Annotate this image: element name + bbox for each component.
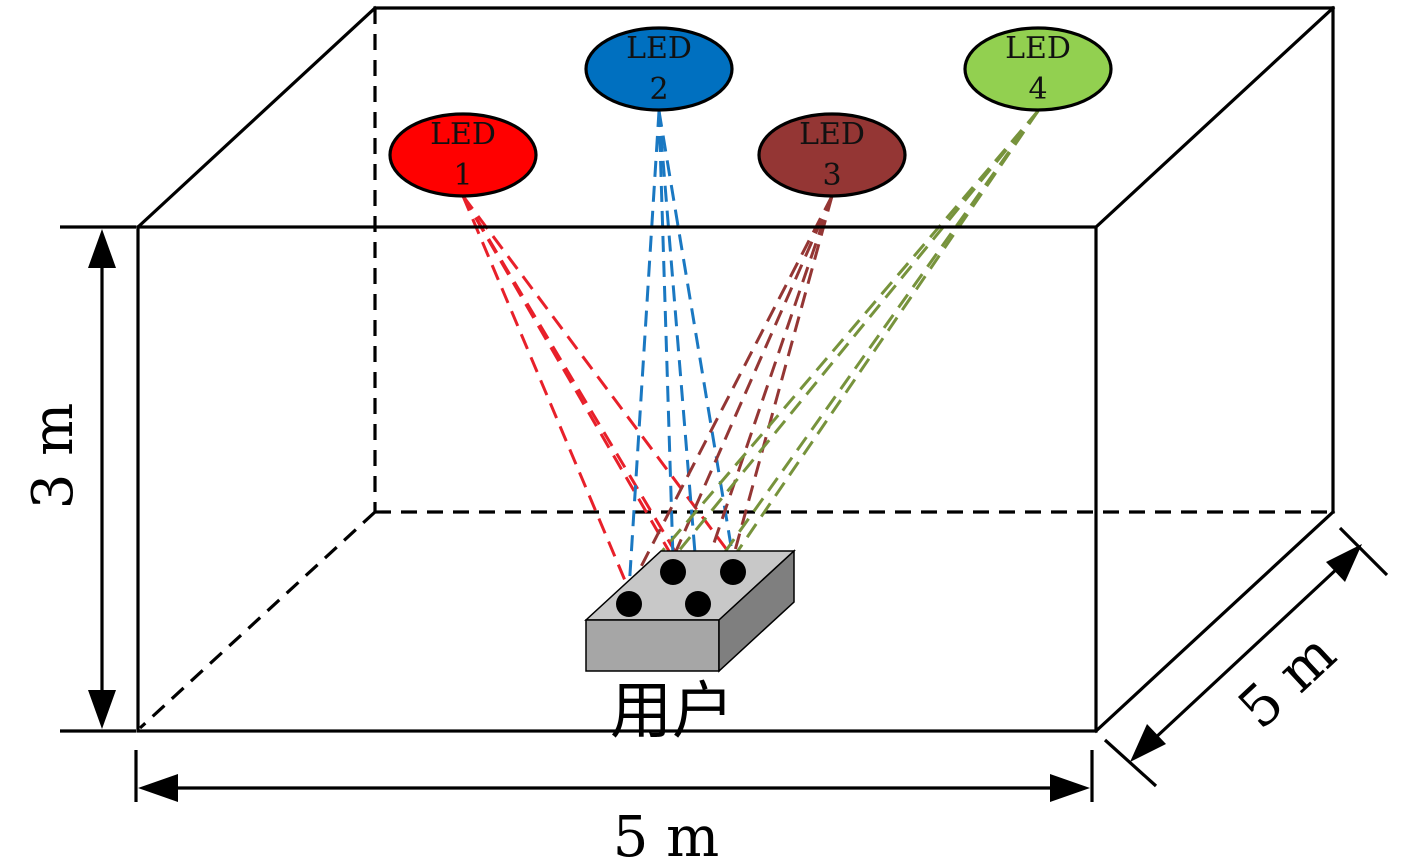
depth-arrow-line bbox=[1151, 564, 1342, 742]
hidden-edge-floor-diagonal bbox=[138, 510, 377, 730]
width-arrow-head-right bbox=[1050, 774, 1090, 802]
led-1-ellipse bbox=[388, 112, 538, 198]
light-ray-led-4-to-pd-2 bbox=[696, 110, 1040, 591]
led-1-number: 1 bbox=[453, 158, 472, 193]
led-4-number: 4 bbox=[1028, 72, 1047, 107]
width-arrow-head-left bbox=[138, 774, 178, 802]
light-ray-led-1-to-pd-3 bbox=[461, 195, 675, 559]
height-label: 3 m bbox=[21, 403, 86, 510]
room-edge-top-right-diagonal bbox=[1093, 5, 1336, 230]
photodiode bbox=[660, 559, 686, 585]
width-dimension: 5 m bbox=[134, 750, 1094, 862]
light-ray-led-4-to-pd-4 bbox=[731, 110, 1040, 559]
led-4-word: LED bbox=[1005, 31, 1071, 66]
light-ray-led-3-to-pd-4 bbox=[731, 195, 834, 559]
room-edge-bottom-right-diagonal bbox=[1093, 509, 1336, 734]
led-4: LED 4 bbox=[963, 26, 1113, 112]
light-ray-led-2-to-pd-2 bbox=[657, 110, 700, 591]
led-2: LED 2 bbox=[584, 26, 734, 112]
receiver-side-face bbox=[718, 549, 795, 673]
depth-ext-far bbox=[1338, 526, 1389, 577]
room-edge-top-left-diagonal bbox=[135, 5, 378, 230]
photodiode bbox=[720, 559, 746, 585]
height-arrow-head-down bbox=[88, 690, 116, 729]
led-3-ellipse bbox=[757, 112, 907, 198]
height-dimension: 3 m bbox=[21, 225, 136, 733]
user-label: 用户 bbox=[610, 674, 734, 747]
light-ray-led-1-to-pd-4 bbox=[461, 195, 735, 559]
receiver-front-face bbox=[585, 619, 720, 672]
width-label: 5 m bbox=[613, 805, 720, 862]
depth-arrow-head-near bbox=[1130, 724, 1166, 762]
room-front-face bbox=[136, 225, 1098, 733]
light-ray-led-4-to-pd-3 bbox=[671, 110, 1040, 559]
led-2-word: LED bbox=[626, 31, 692, 66]
room-hidden-edges bbox=[138, 8, 1333, 730]
led-4-ellipse bbox=[963, 26, 1113, 112]
receiver-block bbox=[584, 549, 796, 673]
light-ray-led-1-to-pd-2 bbox=[461, 195, 700, 591]
light-ray-led-2-to-pd-3 bbox=[657, 110, 675, 559]
light-ray-led-1-to-pd-1 bbox=[461, 195, 631, 591]
depth-ext-near bbox=[1103, 738, 1158, 788]
depth-arrow-head-far bbox=[1326, 544, 1362, 582]
led-3-word: LED bbox=[799, 117, 865, 152]
led-3-number: 3 bbox=[822, 158, 841, 193]
light-ray-led-3-to-pd-2 bbox=[696, 195, 834, 591]
led-2-number: 2 bbox=[649, 72, 668, 107]
light-ray-led-3-to-pd-3 bbox=[671, 195, 834, 559]
light-ray-led-4-to-pd-1 bbox=[627, 110, 1040, 591]
depth-label: 5 m bbox=[1226, 621, 1348, 741]
light-ray-led-3-to-pd-1 bbox=[627, 195, 834, 591]
led-1-word: LED bbox=[430, 117, 496, 152]
led-3: LED 3 bbox=[757, 112, 907, 198]
led-1: LED 1 bbox=[388, 112, 538, 198]
height-arrow-head-up bbox=[88, 229, 116, 268]
photodiode bbox=[616, 591, 642, 617]
led-2-ellipse bbox=[584, 26, 734, 112]
light-rays bbox=[461, 110, 1040, 591]
depth-dimension: 5 m bbox=[1103, 526, 1389, 788]
room-box bbox=[135, 5, 1336, 734]
light-ray-led-2-to-pd-1 bbox=[627, 110, 661, 591]
photodiode bbox=[685, 591, 711, 617]
